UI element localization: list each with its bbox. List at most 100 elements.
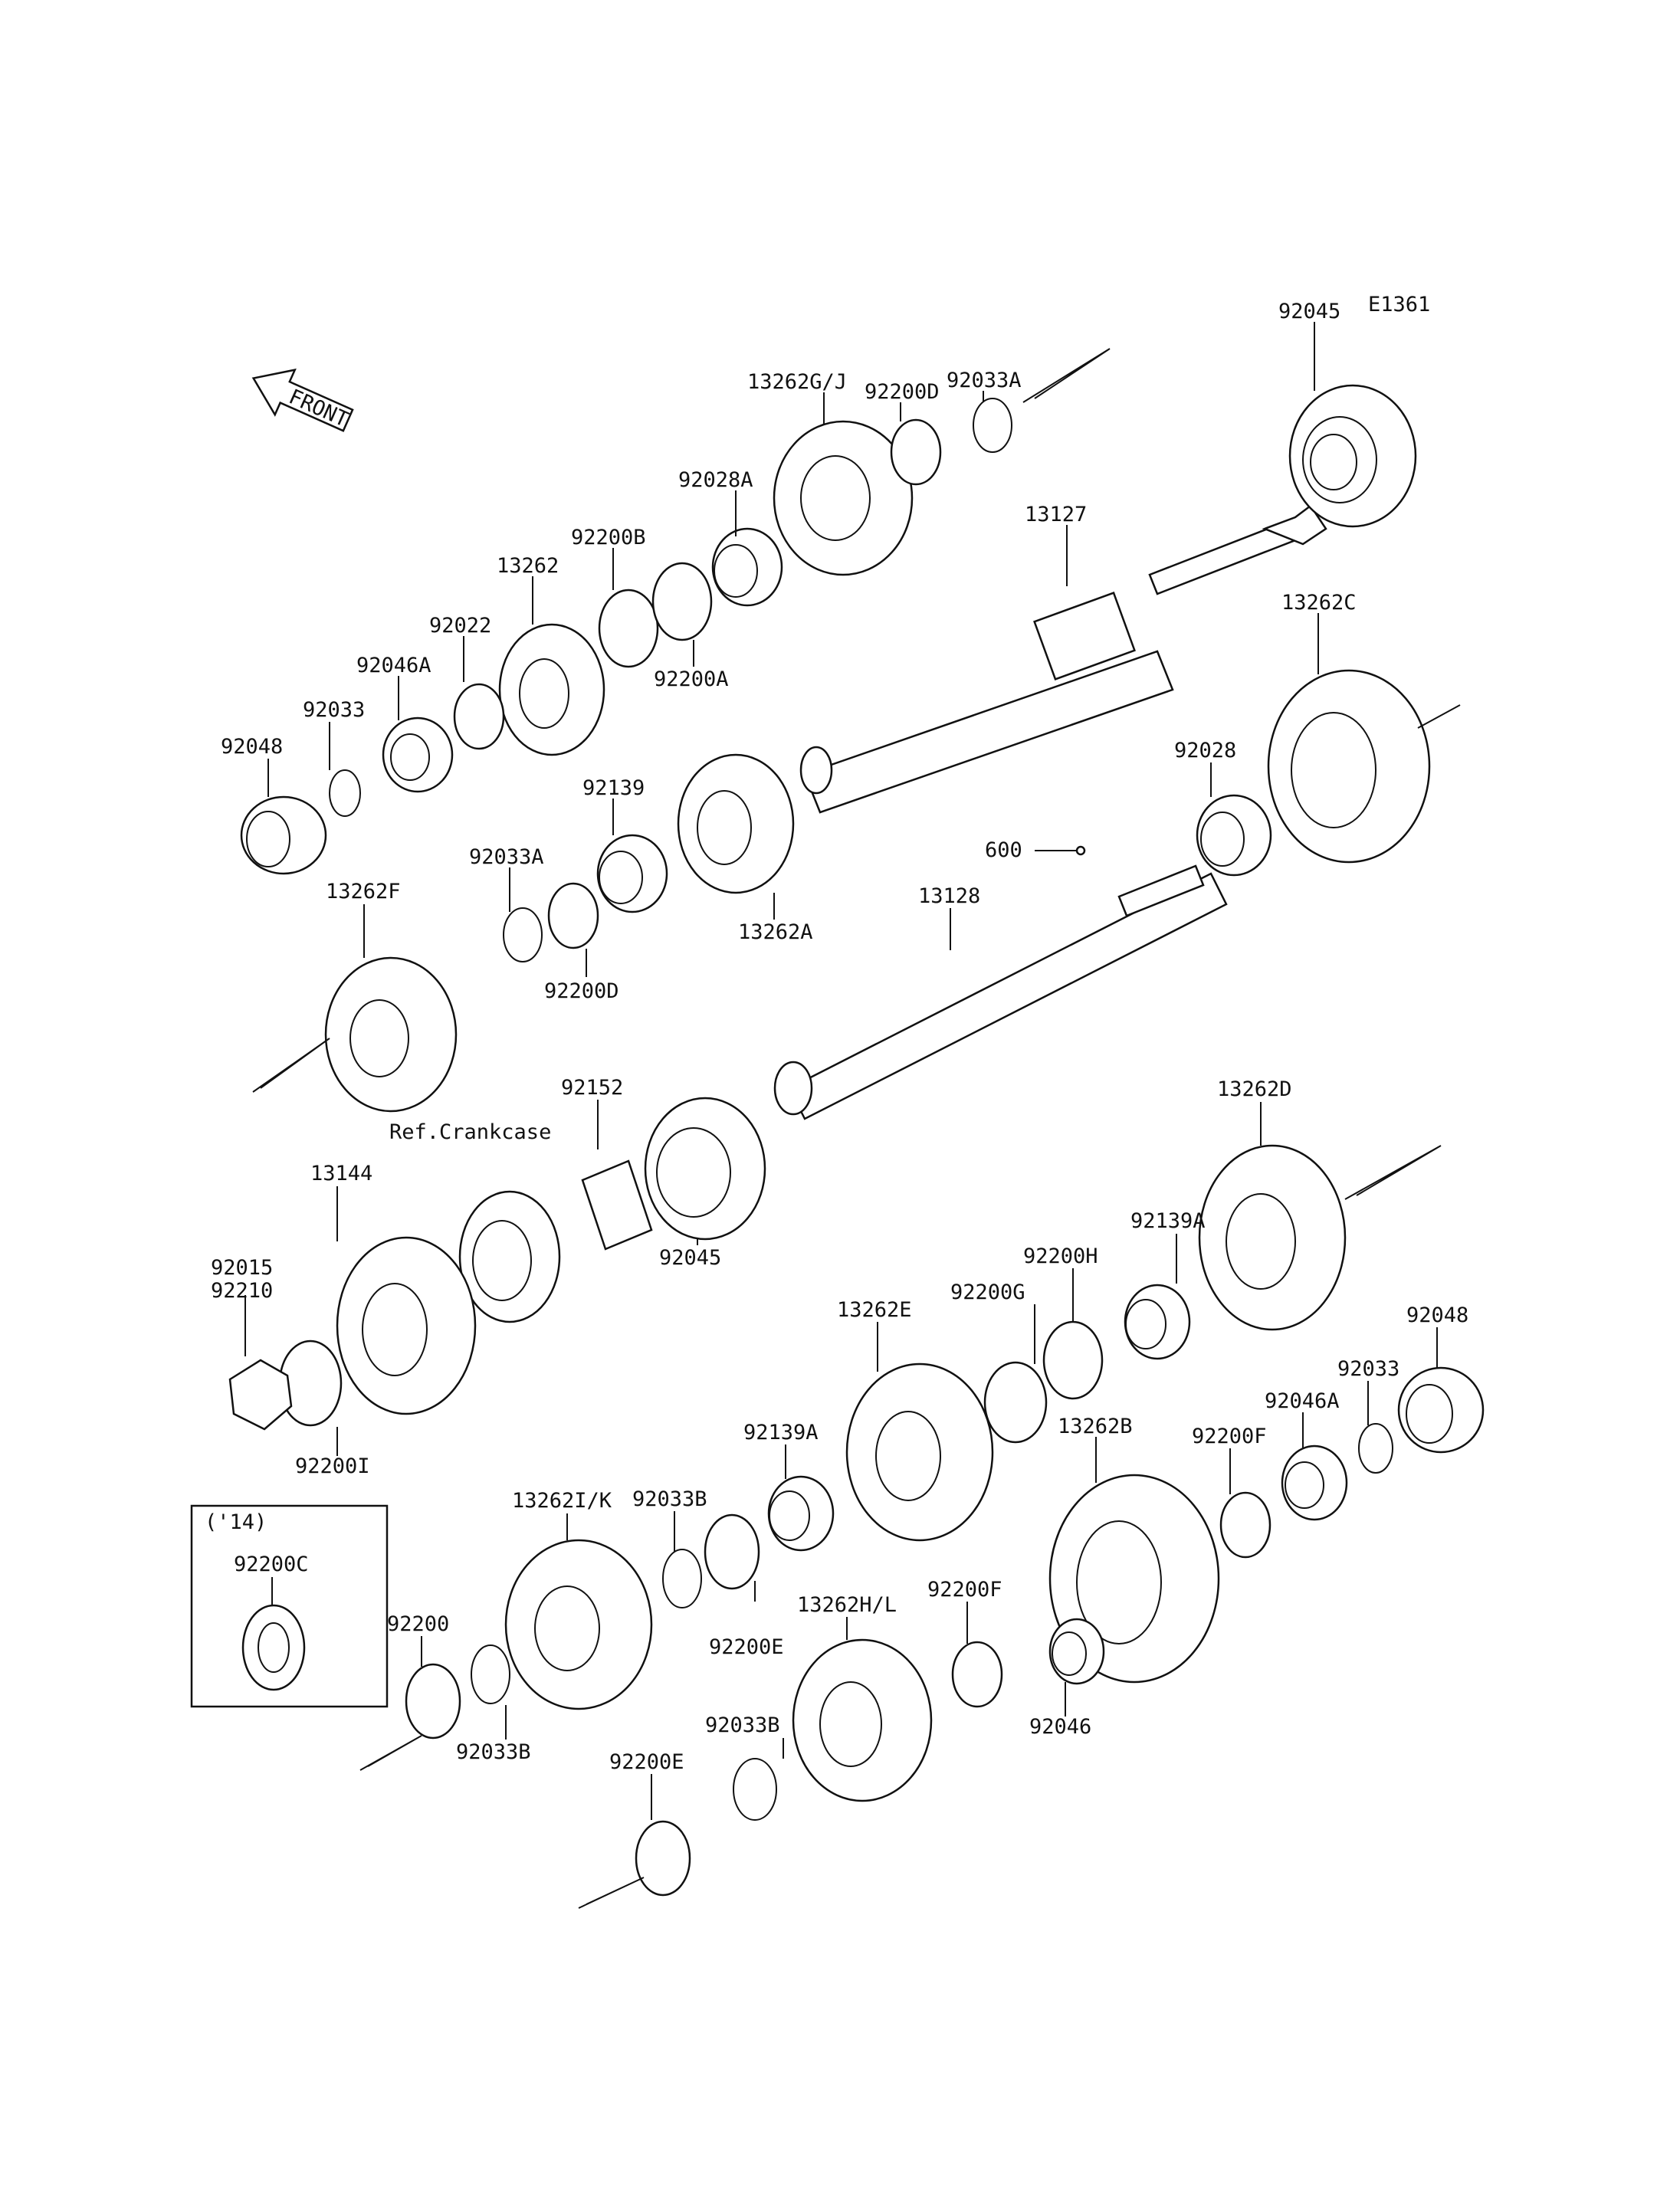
label-92033A-mid: 92033A (469, 845, 544, 869)
gear-13262IK (504, 1539, 653, 1710)
label-92033B-top: 92033B (632, 1487, 707, 1511)
label-13128: 13128 (918, 884, 980, 908)
label-92046A-top: 92046A (356, 654, 431, 677)
diagram-code: E1361 (1368, 293, 1430, 316)
needle-bearing-92028A (711, 527, 783, 607)
bush-92028 (1196, 794, 1272, 877)
washer-92200 (405, 1663, 461, 1740)
circlip-92033A-top (973, 398, 1012, 453)
gear-13262D (1198, 1144, 1347, 1331)
sprocket-13144 (336, 1236, 477, 1415)
bearing-92045-bottom (644, 1097, 766, 1241)
label-13262F: 13262F (326, 880, 401, 903)
label-92033B-left: 92033B (456, 1740, 531, 1764)
front-label: FRONT (285, 385, 352, 431)
label-13262E: 13262E (837, 1298, 912, 1322)
label-92200H: 92200H (1023, 1244, 1098, 1268)
leader-lines (244, 322, 1438, 1820)
label-92045-top: 92045 (1278, 300, 1340, 323)
label-92139: 92139 (582, 776, 645, 800)
label-13127: 13127 (1025, 503, 1087, 526)
label-ref-crankcase: Ref.Crankcase (389, 1120, 551, 1144)
gear-13262A (677, 753, 795, 894)
label-92048-bottom: 92048 (1406, 1303, 1468, 1327)
label-92200D-mid: 92200D (544, 979, 619, 1003)
bearing-92045-top (1288, 384, 1417, 528)
label-13262IK: 13262I/K (512, 1489, 612, 1513)
shaft-13128 (773, 864, 1228, 1120)
washer-92200A (651, 562, 713, 641)
gear-13262F (324, 956, 458, 1113)
circlip-92033B-top (662, 1549, 702, 1608)
label-92028A: 92028A (678, 468, 753, 492)
label-92033B-mid: 92033B (705, 1713, 780, 1737)
sleeve-92152 (581, 1159, 653, 1251)
label-92200I: 92200I (295, 1454, 370, 1478)
label-92033A-top: 92033A (947, 369, 1022, 392)
washer-92200E-bottom (635, 1820, 691, 1897)
label-92033-bottom: 92033 (1337, 1357, 1399, 1381)
label-92200D-top: 92200D (865, 380, 940, 404)
label-inset-year: ('14) (205, 1510, 267, 1534)
oil-seal-ref-crankcase (458, 1190, 561, 1323)
label-92046: 92046 (1029, 1715, 1091, 1739)
gear-13262GJ (773, 420, 914, 576)
label-92200: 92200 (387, 1612, 449, 1636)
label-92200F-right: 92200F (1192, 1425, 1267, 1448)
gear-13262C (1267, 669, 1431, 864)
washer-92200F-right (1219, 1491, 1271, 1559)
washer-92022 (453, 683, 505, 750)
label-13262GJ: 13262G/J (747, 370, 847, 394)
label-13262A: 13262A (738, 920, 813, 944)
front-arrow-icon: FRONT (251, 368, 354, 432)
washer-92200D-mid (547, 882, 599, 949)
label-13262D: 13262D (1217, 1077, 1292, 1101)
label-92139A-right: 92139A (1130, 1209, 1206, 1233)
label-92200B: 92200B (571, 526, 646, 549)
label-13262: 13262 (497, 554, 559, 578)
part-labels: 92033A 92200D 13262G/J 92045 92028A 1312… (205, 300, 1468, 1774)
label-92046A-bottom: 92046A (1265, 1389, 1340, 1413)
label-92200C: 92200C (234, 1553, 309, 1576)
circlip-92033A-mid (503, 907, 543, 962)
label-92200A: 92200A (654, 667, 729, 691)
washer-92200E-mid (704, 1513, 760, 1590)
shaft-direction-lines (252, 348, 1461, 1909)
label-600: 600 (985, 838, 1022, 862)
collar-92048-top (240, 795, 327, 875)
label-92200F-left: 92200F (927, 1578, 1002, 1602)
label-92200E-bottom: 92200E (609, 1750, 684, 1774)
label-92152: 92152 (561, 1076, 623, 1100)
washer-92200G (983, 1361, 1048, 1444)
needle-bearing-92139A-left (767, 1475, 835, 1552)
needle-bearing-92046 (1048, 1618, 1105, 1685)
circlip-92033-top (329, 769, 361, 817)
label-92210: 92210 (211, 1279, 273, 1303)
label-92028: 92028 (1174, 739, 1236, 762)
label-92200G: 92200G (950, 1280, 1025, 1304)
label-92033-top: 92033 (303, 698, 365, 722)
needle-bearing-92139A-right (1124, 1284, 1191, 1360)
washer-92200B (598, 589, 659, 668)
gear-13262 (498, 623, 605, 756)
label-13262B: 13262B (1058, 1415, 1133, 1438)
label-92015: 92015 (211, 1256, 273, 1280)
inset-box-14 (190, 1504, 389, 1708)
needle-bearing-92046A-bottom (1281, 1444, 1348, 1521)
label-13144: 13144 (310, 1162, 372, 1185)
washer-92200F-left (951, 1641, 1003, 1708)
circlip-92033-bottom (1358, 1423, 1393, 1474)
gear-13262E (845, 1362, 994, 1542)
circlip-92033B-left (471, 1644, 510, 1704)
needle-bearing-92046A-top (382, 716, 454, 793)
nut-92015 (228, 1359, 293, 1431)
label-92139A-left: 92139A (743, 1421, 819, 1444)
label-13262C: 13262C (1281, 591, 1357, 615)
washer-92200H (1042, 1320, 1104, 1400)
washer-92200D-top (890, 418, 942, 486)
label-13262HL: 13262H/L (797, 1593, 897, 1617)
label-92022: 92022 (429, 614, 491, 638)
label-92200E-mid: 92200E (709, 1635, 784, 1659)
gear-13262HL (792, 1638, 933, 1802)
